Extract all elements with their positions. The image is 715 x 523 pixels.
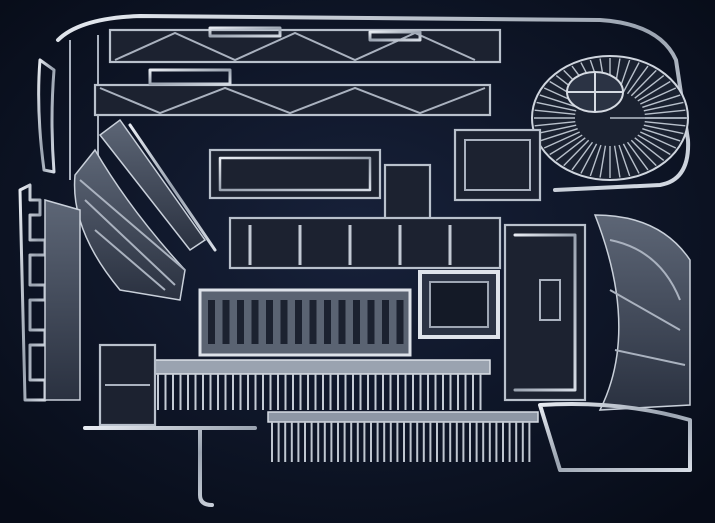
middle-truss-profile (93, 68, 492, 117)
radial-heatsink (531, 55, 689, 181)
right-channel-profile (503, 223, 587, 402)
t-profile (83, 343, 257, 507)
angled-window-profile (73, 118, 217, 301)
bottom-fin-array (267, 411, 539, 462)
square-tube-profile (418, 270, 500, 339)
long-finned-heatsink (149, 359, 491, 410)
stepped-rail-profile (18, 183, 81, 402)
slotted-heatsink (198, 288, 412, 357)
comb-profile (228, 216, 502, 270)
arc-profile (538, 214, 692, 472)
upper-truss-profile (108, 26, 502, 64)
central-box-profiles (208, 128, 542, 222)
